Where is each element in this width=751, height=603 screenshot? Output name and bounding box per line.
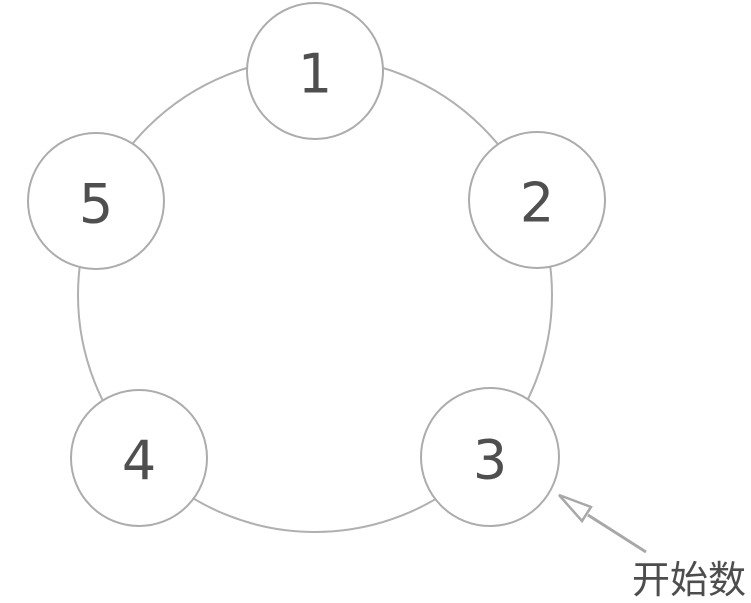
node-1-circle <box>246 2 384 140</box>
node-4-circle <box>70 389 208 527</box>
node-5: 5 <box>27 132 165 270</box>
node-3-circle <box>420 387 560 527</box>
node-4-label: 4 <box>122 430 156 493</box>
arrow-head-icon <box>558 493 593 524</box>
arrow-pointer-icon <box>558 493 647 554</box>
start-counting-label: 开始数 <box>632 558 746 602</box>
node-4: 4 <box>70 389 208 527</box>
node-1-label: 1 <box>298 43 332 106</box>
arrow-shaft <box>587 513 647 554</box>
node-5-label: 5 <box>79 173 113 236</box>
node-2-circle <box>468 131 606 269</box>
node-5-circle <box>27 132 165 270</box>
node-3-label: 3 <box>473 429 507 492</box>
node-2-label: 2 <box>520 172 554 235</box>
node-2: 2 <box>468 131 606 269</box>
node-3: 3 <box>420 387 560 527</box>
node-1: 1 <box>246 2 384 140</box>
